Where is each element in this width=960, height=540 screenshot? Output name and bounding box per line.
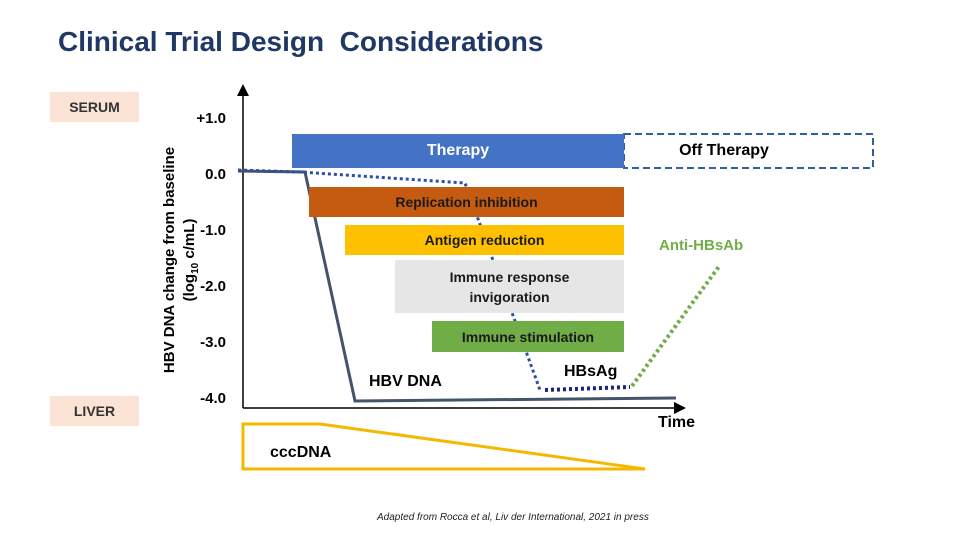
immune-stimulation-label: Immune stimulation: [461, 328, 595, 345]
y-tick-label: -2.0: [200, 278, 226, 295]
hbsag-label: HBsAg: [564, 363, 617, 380]
antigen-reduction-label: Antigen reduction: [424, 232, 545, 248]
y-tick-label: 0.0: [205, 166, 226, 183]
y-tick-label: +1.0: [196, 110, 226, 127]
off-therapy-box: [623, 133, 874, 169]
therapy-label: Therapy: [426, 142, 490, 159]
serum-tag: SERUM: [50, 92, 139, 122]
y-tick-label: -1.0: [200, 222, 226, 239]
off-therapy-label: Off Therapy: [679, 142, 769, 159]
x-axis-label: Time: [658, 414, 695, 431]
immune-response-line2: invigoration: [469, 288, 550, 305]
immune-stimulation-box: Immune stimulation: [432, 321, 624, 352]
liver-tag: LIVER: [50, 396, 139, 426]
citation: Adapted from Rocca et al, Liv der Intern…: [377, 512, 649, 523]
y-tick-labels: +1.0 0.0 -1.0 -2.0 -3.0 -4.0: [196, 110, 226, 407]
cccdna-wedge: [241, 422, 646, 471]
antigen-reduction-box: Antigen reduction: [345, 225, 624, 255]
y-axis-label-line2: (log10 c/mL): [181, 219, 201, 302]
therapy-bar: Therapy: [292, 134, 624, 168]
anti-hbsab-label: Anti-HBsAb: [659, 237, 743, 254]
y-tick-label: -3.0: [200, 334, 226, 351]
anti-hbsab-curve: [630, 263, 722, 388]
immune-response-line1: Immune response: [449, 268, 570, 285]
hbv-dna-label: HBV DNA: [369, 373, 442, 390]
hbsag-curve-end: [544, 385, 631, 392]
cccdna-label: cccDNA: [270, 444, 332, 461]
immune-response-invigoration-box: Immune response invigoration: [395, 260, 624, 313]
hbv-dna-curve: [237, 169, 677, 403]
off-therapy-label-box: Off Therapy: [624, 134, 824, 168]
y-tick-label: -4.0: [200, 390, 226, 407]
replication-inhibition-box: Replication inhibition: [309, 187, 624, 217]
slide-title: Clinical Trial Design Considerations: [58, 26, 544, 57]
replication-inhibition-label: Replication inhibition: [395, 194, 538, 210]
y-axis-label-line1: HBV DNA change from baseline: [161, 147, 178, 373]
